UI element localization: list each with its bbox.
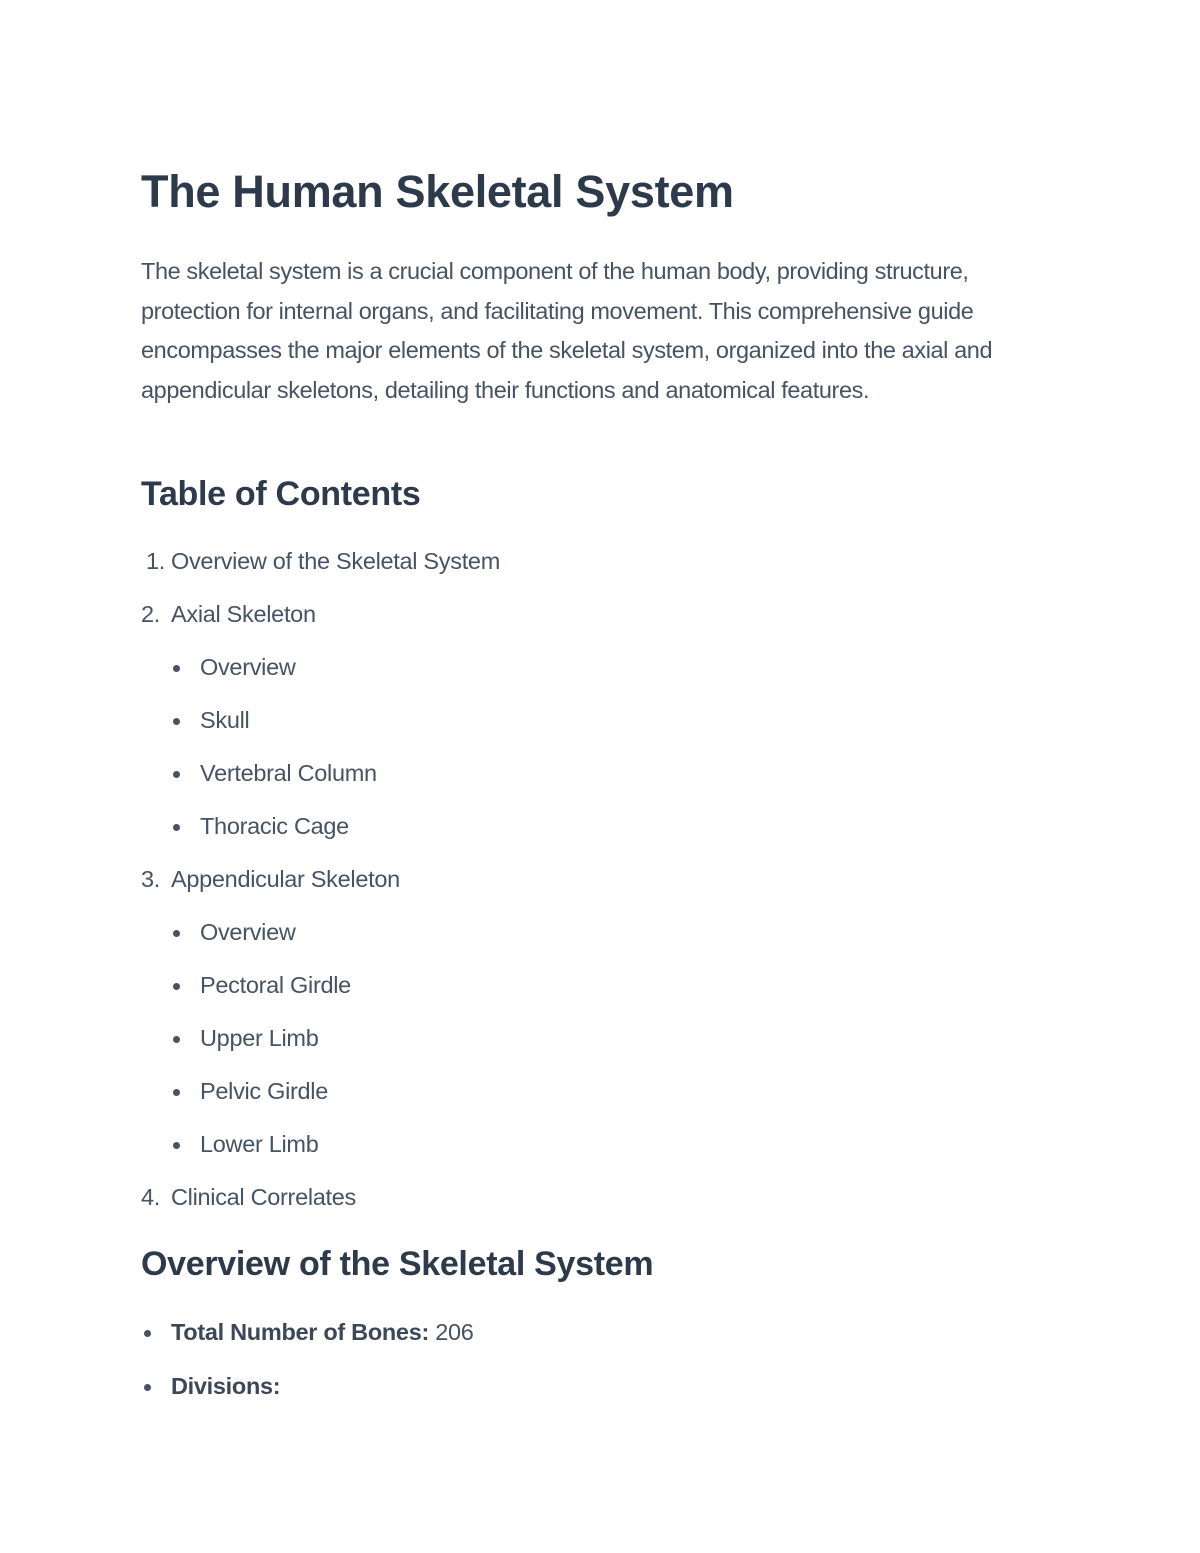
toc-subitem-appendicular-overview[interactable]: Overview — [200, 919, 296, 945]
bullet-icon — [173, 771, 180, 778]
bullet-icon — [173, 824, 180, 831]
toc-heading: Table of Contents — [141, 475, 421, 513]
toc-subitem-pectoral-girdle[interactable]: Pectoral Girdle — [200, 972, 351, 998]
toc-subitem-upper-limb[interactable]: Upper Limb — [200, 1025, 319, 1051]
toc-subitem-thoracic-cage[interactable]: Thoracic Cage — [200, 813, 349, 839]
toc-item-overview[interactable]: 1.Overview of the Skeletal System — [146, 548, 500, 574]
bullet-icon — [173, 930, 180, 937]
toc-item-clinical-correlates[interactable]: 4.Clinical Correlates — [141, 1184, 356, 1210]
toc-item-axial-skeleton[interactable]: 2.Axial Skeleton — [141, 601, 316, 627]
intro-paragraph: The skeletal system is a crucial compone… — [141, 258, 993, 403]
toc-subitem-vertebral-column[interactable]: Vertebral Column — [200, 760, 377, 786]
overview-item-total-bones: Total Number of Bones: 206 — [171, 1319, 474, 1345]
document-title: The Human Skeletal System — [141, 166, 734, 217]
bullet-icon — [144, 1384, 151, 1391]
overview-item-divisions: Divisions: — [171, 1373, 281, 1399]
bullet-icon — [173, 1036, 180, 1043]
toc-subitem-lower-limb[interactable]: Lower Limb — [200, 1131, 319, 1157]
bullet-icon — [173, 718, 180, 725]
toc-item-appendicular-skeleton[interactable]: 3.Appendicular Skeleton — [141, 866, 400, 892]
overview-heading: Overview of the Skeletal System — [141, 1245, 654, 1283]
bullet-icon — [173, 1142, 180, 1149]
toc-subitem-pelvic-girdle[interactable]: Pelvic Girdle — [200, 1078, 329, 1104]
bullet-icon — [173, 983, 180, 990]
bullet-icon — [173, 1089, 180, 1096]
bullet-icon — [173, 665, 180, 672]
toc-subitem-axial-overview[interactable]: Overview — [200, 654, 296, 680]
bullet-icon — [144, 1330, 151, 1337]
toc-subitem-skull[interactable]: Skull — [200, 707, 250, 733]
